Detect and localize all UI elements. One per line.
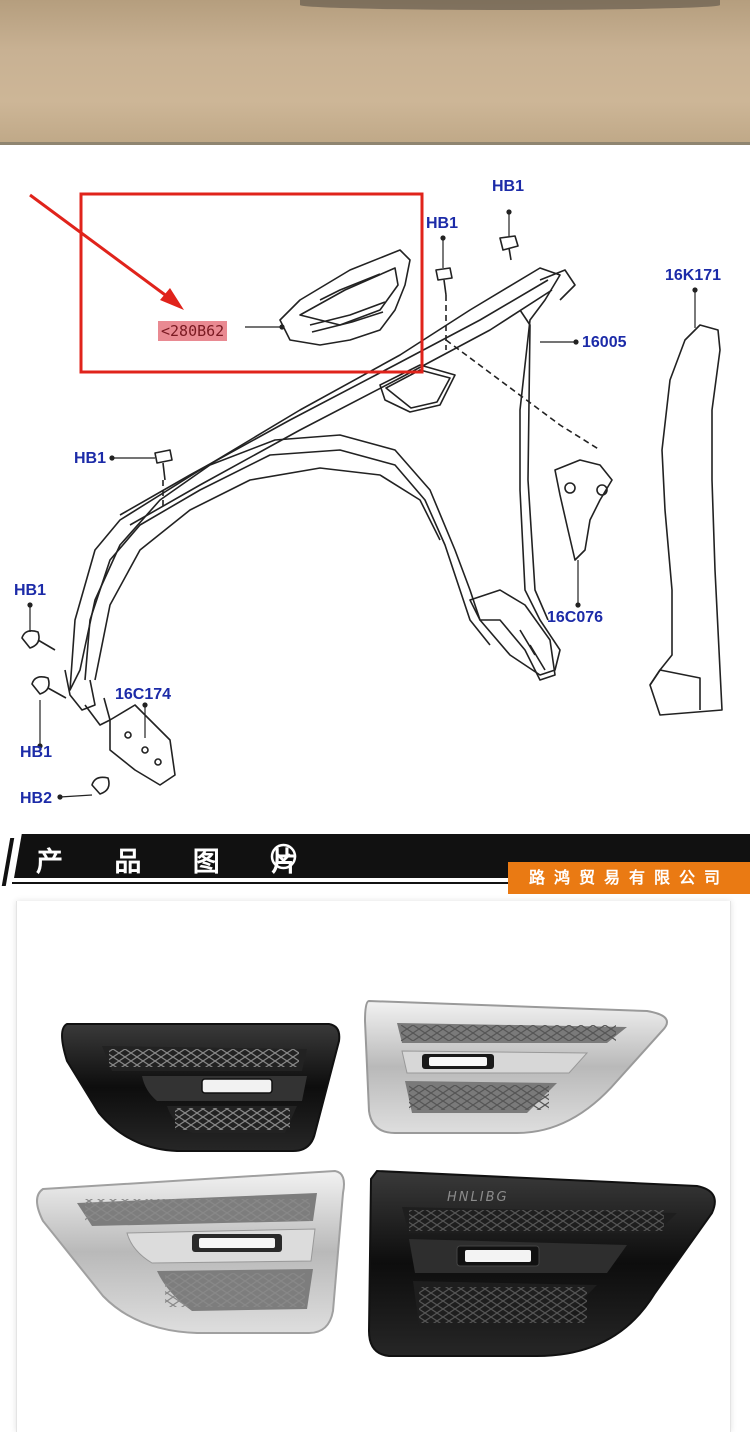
callout-16c174: 16C174: [115, 686, 172, 703]
banner-underline: [12, 882, 512, 884]
banner-accent-stripe: [1, 838, 15, 886]
company-name-badge: 路鸿贸易有限公司: [508, 862, 750, 894]
callout-hb1-top: HB1: [492, 178, 525, 195]
product-photo: HNLIBG: [36, 999, 716, 1357]
arrow-head-icon: [160, 288, 184, 310]
check-circle-icon: [270, 843, 297, 870]
highlight-box: [79, 192, 424, 374]
callout-16c076: 16C076: [547, 609, 604, 626]
parts-diagram: <280B62 HB1 HB1 HB1 HB1 HB1 HB2 16005 16…: [0, 150, 750, 830]
callout-hb2: HB2: [20, 790, 53, 807]
callout-16k171: 16K171: [665, 267, 722, 284]
vent-gloss-black-left: [61, 1023, 341, 1152]
vent-silver-right: [363, 999, 668, 1134]
brand-embossing: HNLIBG: [447, 1190, 509, 1205]
photo-edge: [0, 142, 750, 145]
car-shadow: [300, 0, 720, 10]
callout-hb1-left-a: HB1: [14, 582, 47, 599]
section-banner: 产 品 图 片 路鸿贸易有限公司: [0, 834, 750, 894]
callout-16005: 16005: [582, 334, 627, 351]
top-photo-strip: [0, 0, 750, 145]
callout-hb1-mid: HB1: [74, 450, 107, 467]
vent-gloss-black-right: HNLIBG: [367, 1169, 716, 1357]
section-title: 产 品 图 片: [36, 847, 320, 878]
part-number-tag: <280B62: [158, 321, 228, 341]
vent-silver-left: [36, 1169, 345, 1334]
fender-diagram-drawing: [21, 192, 723, 800]
product-photo-panel: HNLIBG: [16, 901, 731, 1432]
callout-hb1-upper: HB1: [426, 215, 459, 232]
callout-hb1-left-b: HB1: [20, 744, 53, 761]
